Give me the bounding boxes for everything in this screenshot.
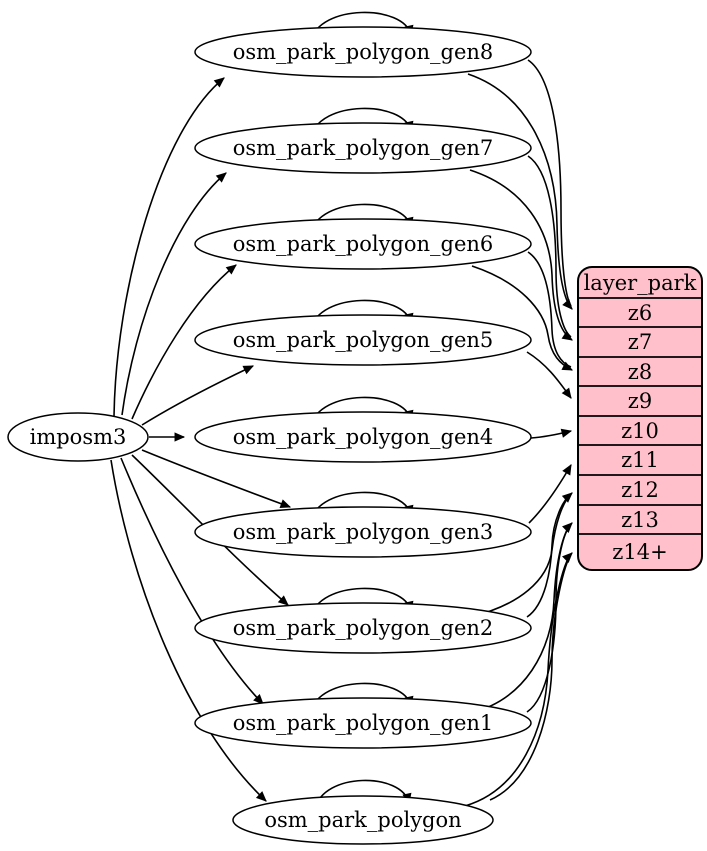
node-osm-park-polygon-gen4: osm_park_polygon_gen4	[194, 411, 532, 463]
gen3-label: osm_park_polygon_gen3	[233, 520, 494, 544]
zoom-row-z10: z10	[621, 419, 659, 443]
edge-gen8-to-z6-strand2	[527, 59, 572, 307]
edge-imposm3-to-gen5	[141, 365, 254, 426]
edge-gen6-to-z8	[471, 265, 573, 371]
node-imposm3: imposm3	[7, 412, 149, 462]
edge-gen1-to-z13	[469, 522, 573, 714]
node-osm-park-polygon-gen8: osm_park_polygon_gen8	[194, 26, 532, 78]
node-osm-park-polygon-gen2: osm_park_polygon_gen2	[194, 602, 532, 654]
node-osm-park-polygon-gen7: osm_park_polygon_gen7	[194, 122, 532, 174]
gen2-label: osm_park_polygon_gen2	[233, 616, 494, 640]
node-osm-park-polygon-gen1: osm_park_polygon_gen1	[194, 697, 532, 749]
edges-to-layer	[464, 59, 573, 807]
edge-imposm3-to-polygon	[110, 459, 267, 802]
edge-gen8-to-z6	[467, 73, 573, 310]
node-osm-park-polygon: osm_park_polygon	[232, 795, 494, 845]
imposm3-ellipse	[7, 412, 149, 462]
gen4-label: osm_park_polygon_gen4	[233, 425, 494, 449]
edge-gen6-to-z8-strand2	[527, 251, 572, 368]
gen5-label: osm_park_polygon_gen5	[233, 328, 494, 352]
polygon-label: osm_park_polygon	[264, 808, 461, 832]
edge-gen4-to-z10	[530, 428, 573, 439]
edge-imposm3-to-gen7	[121, 172, 227, 416]
layer-park-outline	[577, 266, 703, 571]
edge-gen2-to-z12	[469, 492, 573, 618]
edge-gen5-to-z9	[526, 351, 572, 399]
zoom-row-z8: z8	[628, 360, 652, 384]
edge-imposm3-to-gen8	[113, 77, 225, 417]
zoom-row-z6: z6	[628, 301, 652, 325]
zoom-row-z9: z9	[628, 389, 652, 413]
layer-park-table: layer_park z6 z7 z8 z9 z10 z11 z12 z13 z…	[577, 266, 703, 571]
layer-park-header: layer_park	[584, 271, 697, 295]
gen3-ellipse	[194, 506, 532, 558]
zoom-row-z11: z11	[621, 448, 659, 472]
edge-gen7-to-z7-strand2	[527, 155, 572, 338]
gen8-label: osm_park_polygon_gen8	[233, 40, 494, 64]
edge-gen3-to-z11	[528, 464, 572, 524]
polygon-ellipse	[232, 795, 494, 845]
gen7-label: osm_park_polygon_gen7	[233, 136, 494, 160]
gen1-ellipse	[194, 697, 532, 749]
gen1-label: osm_park_polygon_gen1	[233, 711, 494, 735]
node-osm-park-polygon-gen5: osm_park_polygon_gen5	[194, 314, 532, 366]
gen2-ellipse	[194, 602, 532, 654]
zoom-row-z7: z7	[628, 330, 652, 354]
zoom-row-z14: z14+	[612, 540, 667, 564]
node-osm-park-polygon-gen6: osm_park_polygon_gen6	[194, 218, 532, 270]
edge-imposm3-to-gen1	[120, 457, 264, 705]
zoom-row-z12: z12	[621, 478, 659, 502]
gen5-ellipse	[194, 314, 532, 366]
edge-gen1-to-z13-strand2	[526, 523, 572, 713]
gen4-ellipse	[194, 411, 532, 463]
zoom-row-z13: z13	[621, 508, 659, 532]
gen7-ellipse	[194, 122, 532, 174]
edge-imposm3-to-gen6	[131, 264, 237, 420]
node-osm-park-polygon-gen3: osm_park_polygon_gen3	[194, 506, 532, 558]
gen6-ellipse	[194, 218, 532, 270]
edge-polygon-to-z14-strand2	[489, 554, 572, 801]
edge-gen2-to-z12-strand2	[526, 493, 572, 618]
imposm3-label: imposm3	[30, 425, 127, 449]
edge-imposm3-to-gen3	[141, 449, 292, 509]
gen8-ellipse	[194, 26, 532, 78]
gen6-label: osm_park_polygon_gen6	[233, 232, 494, 256]
edge-gen7-to-z7	[469, 169, 573, 341]
edge-polygon-to-z14	[464, 552, 573, 807]
